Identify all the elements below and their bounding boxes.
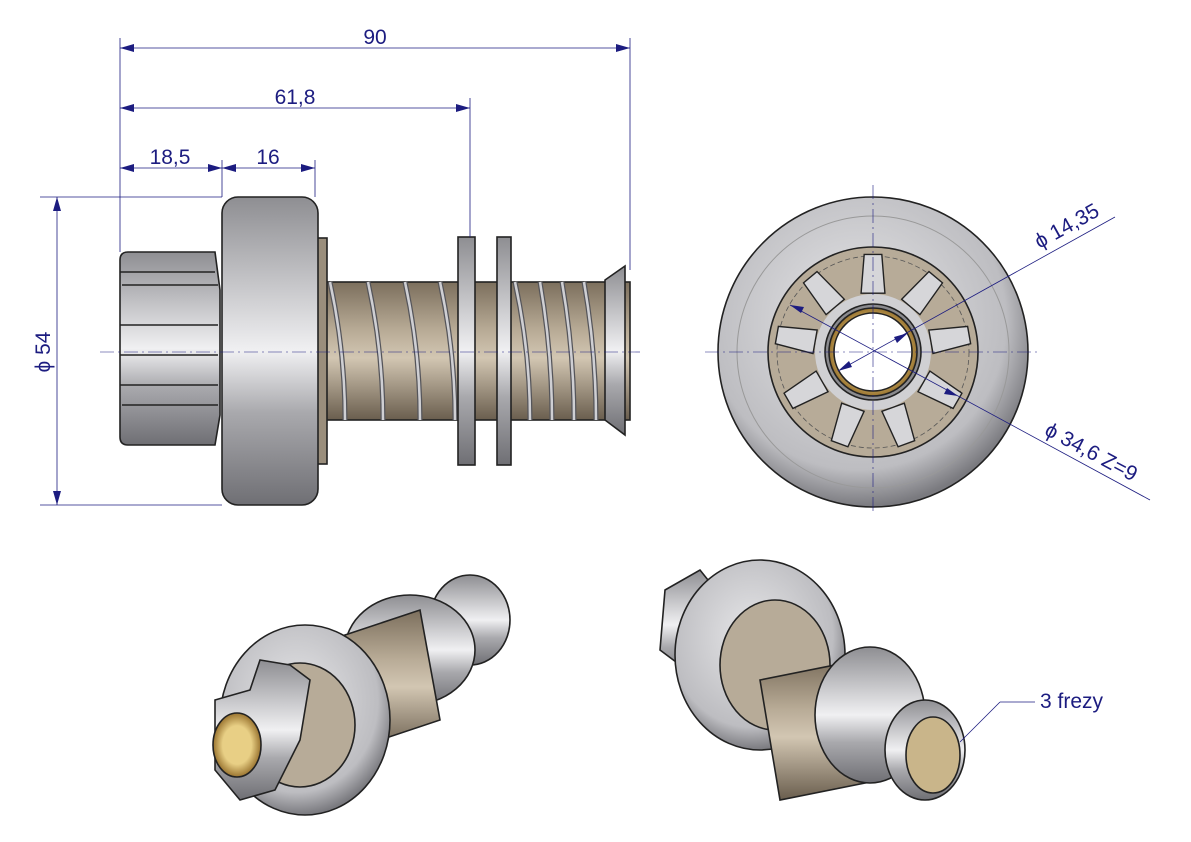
gear-tooth	[802, 270, 846, 316]
spring-highlight	[328, 281, 598, 421]
washer-2	[496, 236, 512, 466]
gear-tooth	[830, 402, 866, 448]
dim-pinion-length: 18,5	[150, 146, 191, 169]
gear-tooth	[860, 253, 886, 294]
gear-tooth	[880, 402, 916, 448]
dim-overall-length: 90	[363, 26, 386, 49]
dim-gear-diameter: ϕ 34,6 Z=9	[1041, 418, 1141, 486]
gear-teeth	[774, 253, 972, 448]
gear-tooth	[783, 370, 830, 410]
pinion-teeth	[120, 271, 218, 406]
flange	[221, 196, 319, 506]
iso-view-right	[659, 559, 1035, 801]
iso-view-left	[212, 574, 511, 816]
dimension-lines	[40, 38, 631, 506]
washer-1	[457, 236, 476, 466]
dim-washer-position: 61,8	[275, 86, 316, 109]
dim-flange-diameter: ϕ 54	[32, 331, 55, 372]
annotation-3-frezy: 3 frezy	[1040, 690, 1104, 713]
end-view	[705, 185, 1151, 515]
gear-tooth	[900, 270, 944, 316]
pinion	[119, 251, 221, 446]
end-cone	[604, 264, 626, 437]
side-view	[100, 196, 640, 506]
dim-flange-width: 16	[256, 146, 279, 169]
gear-tooth	[928, 325, 972, 355]
dim-bore-diameter: ϕ 14,35	[1031, 199, 1104, 253]
gear-tooth	[774, 325, 818, 355]
